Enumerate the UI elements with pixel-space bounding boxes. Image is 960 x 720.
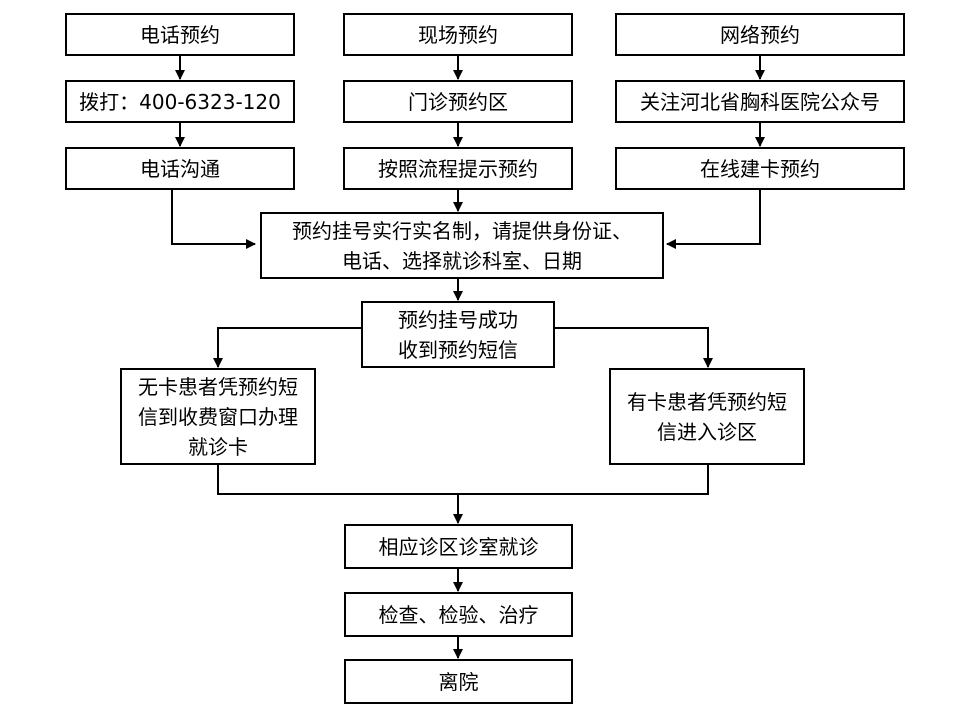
arrow-card-to-realname <box>666 188 761 249</box>
discharge-box: 离院 <box>344 659 573 704</box>
online-booking-box: 网络预约 <box>615 13 905 56</box>
exam-treatment-box: 检查、检验、治疗 <box>344 592 573 637</box>
no-card-patients-box: 无卡患者凭预约短 信到收费窗口办理 就诊卡 <box>120 368 316 465</box>
real-name-requirement-box: 预约挂号实行实名制，请提供身份证、 电话、选择就诊科室、日期 <box>260 212 664 279</box>
onsite-booking-box: 现场预约 <box>343 13 573 56</box>
booking-success-box: 预约挂号成功 收到预约短信 <box>361 301 555 368</box>
dial-number-box: 拨打：400-6323-120 <box>65 80 295 123</box>
follow-wechat-box: 关注河北省胸科医院公众号 <box>615 80 905 123</box>
merge-line <box>217 464 709 495</box>
arrow-success-to-card <box>554 327 713 368</box>
arrow-communication-to-realname <box>171 188 256 249</box>
card-patients-box: 有卡患者凭预约短 信进入诊区 <box>609 368 805 465</box>
arrow-success-to-nocard <box>213 327 362 368</box>
phone-booking-box: 电话预约 <box>65 13 295 56</box>
phone-communication-box: 电话沟通 <box>65 147 295 190</box>
online-card-box: 在线建卡预约 <box>615 147 905 190</box>
outpatient-booking-area-box: 门诊预约区 <box>343 80 573 123</box>
visit-department-box: 相应诊区诊室就诊 <box>344 524 573 569</box>
follow-process-box: 按照流程提示预约 <box>343 147 573 190</box>
